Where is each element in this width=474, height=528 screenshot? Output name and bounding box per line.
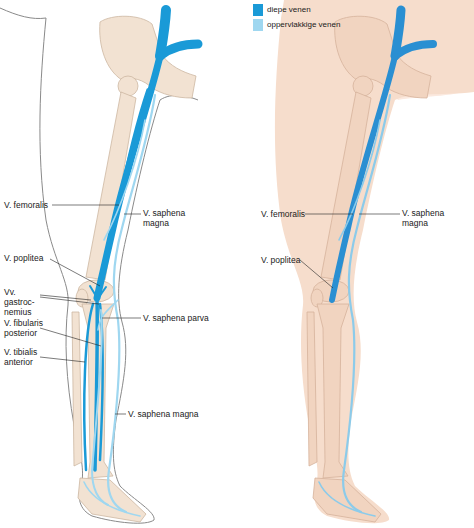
legend-swatch: [253, 19, 263, 31]
legend-text: oppervlakkige venen: [267, 20, 340, 30]
vein-label: V. saphena magna: [402, 208, 446, 228]
vein-label: V. poplitea: [4, 253, 43, 263]
vein-label: V. saphena magna: [143, 208, 187, 228]
legend-swatch: [253, 4, 263, 16]
vein-label: V. fibularis posterior: [4, 318, 44, 338]
vein-label: V. saphena parva: [143, 313, 209, 323]
vein-label: V. saphena magna: [128, 409, 199, 419]
legend-text: diepe venen: [267, 5, 311, 15]
vein-label: V. poplitea: [261, 255, 300, 265]
vein-label: V. tibialis anterior: [4, 347, 42, 367]
vein-label: V. femoralis: [261, 209, 305, 219]
vein-label: Vv. gastroc- nemius: [4, 287, 44, 317]
vein-label: V. femoralis: [4, 200, 48, 210]
